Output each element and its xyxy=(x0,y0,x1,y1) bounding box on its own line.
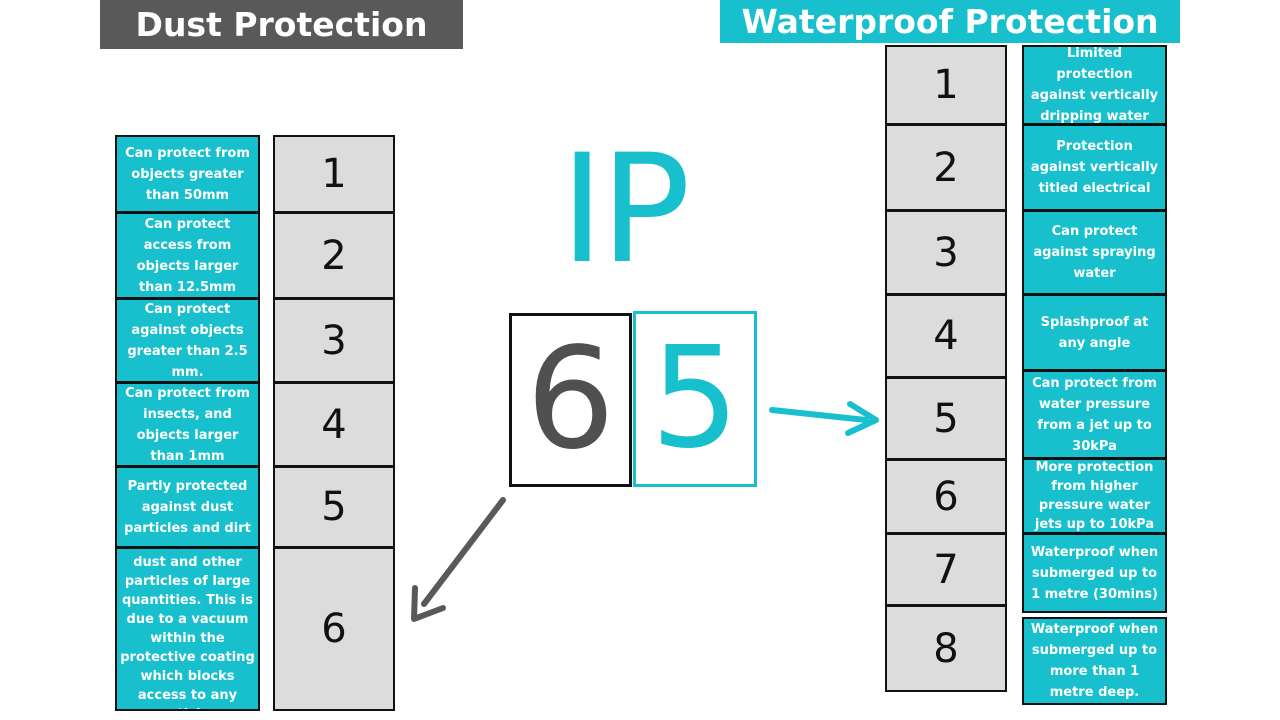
waterproof-protection-title: Waterproof Protection xyxy=(720,0,1180,43)
dust-rating-digit: 6 xyxy=(509,313,632,487)
water-desc-5: Can protect from water pressure from a j… xyxy=(1022,370,1167,459)
water-level-3: 3 xyxy=(885,210,1007,295)
dust-desc-4: Can protect from insects, and objects la… xyxy=(115,382,260,467)
dust-desc-6: Protected from dust and other particles … xyxy=(115,547,260,711)
dust-protection-title: Dust Protection xyxy=(100,0,463,49)
dust-level-6: 6 xyxy=(273,547,395,711)
dust-level-2: 2 xyxy=(273,212,395,299)
water-level-1: 1 xyxy=(885,45,1007,125)
water-desc-6: More protection from higher pressure wat… xyxy=(1022,458,1167,534)
ip-label: IP xyxy=(560,123,691,297)
dust-level-1: 1 xyxy=(273,135,395,213)
water-rating-digit: 5 xyxy=(633,311,757,487)
water-desc-7: Waterproof when submerged up to 1 metre … xyxy=(1022,533,1167,613)
water-desc-1: Limited protection against vertically dr… xyxy=(1022,45,1167,125)
dust-desc-2: Can protect access from objects larger t… xyxy=(115,212,260,299)
water-level-8: 8 xyxy=(885,605,1007,692)
water-level-2: 2 xyxy=(885,124,1007,211)
dust-level-3: 3 xyxy=(273,298,395,383)
arrow-to-water-icon xyxy=(769,401,879,436)
dust-desc-1: Can protect from objects greater than 50… xyxy=(115,135,260,213)
water-level-7: 7 xyxy=(885,533,1007,606)
water-desc-4: Splashproof at any angle xyxy=(1022,294,1167,371)
dust-desc-3: Can protect against objects greater than… xyxy=(115,298,260,383)
water-level-6: 6 xyxy=(885,459,1007,534)
water-desc-8: Waterproof when submerged up to more tha… xyxy=(1022,617,1167,705)
arrow-to-dust-icon xyxy=(411,497,506,622)
dust-level-5: 5 xyxy=(273,466,395,548)
dust-desc-5: Partly protected against dust particles … xyxy=(115,466,260,548)
water-desc-2: Protection against vertically titled ele… xyxy=(1022,124,1167,211)
dust-level-4: 4 xyxy=(273,382,395,467)
water-desc-3: Can protect against spraying water xyxy=(1022,210,1167,295)
water-level-4: 4 xyxy=(885,294,1007,378)
water-level-5: 5 xyxy=(885,377,1007,460)
